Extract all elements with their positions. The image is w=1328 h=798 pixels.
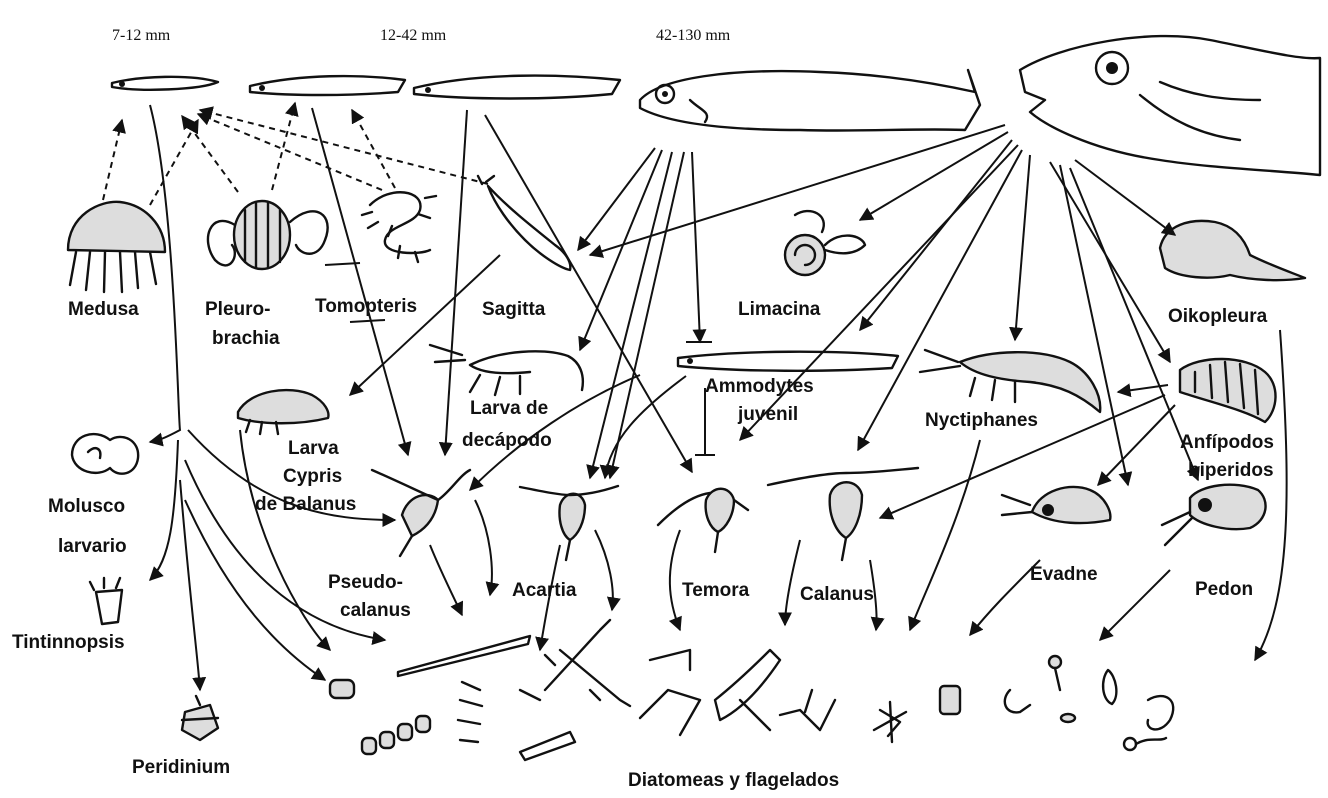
label-larva-decapodo-1: Larva de (470, 398, 548, 419)
bar-tomopteris (350, 320, 385, 322)
dash-arrow-tomopteris-2 (352, 110, 395, 188)
pseudocalanus-figure (372, 470, 470, 556)
label-larva-cypris-3: de Balanus (255, 494, 356, 515)
peridinium-figure (182, 696, 218, 740)
label-calanus: Calanus (800, 584, 874, 605)
oikopleura-figure (1160, 221, 1305, 280)
ammodytes-figure (678, 352, 898, 371)
larva-decapodo-figure (430, 345, 583, 395)
sagitta-figure (478, 176, 570, 270)
label-pleurobrachia-1: Pleuro- (205, 299, 270, 320)
label-larva-cypris-2: Cypris (283, 466, 342, 487)
fish-larva-small (112, 77, 218, 90)
fish-juvenile (640, 70, 980, 131)
pleurobrachia-figure (208, 201, 328, 269)
size-label-small: 7-12 mm (112, 27, 171, 44)
arrows-from-juvenile-fish (578, 148, 700, 478)
label-pseudocalanus-2: calanus (340, 600, 411, 621)
arrows-from-larvae (150, 105, 715, 690)
label-peridinium: Peridinium (132, 757, 230, 778)
label-anfipodos-2: hiperidos (1188, 460, 1274, 481)
label-molusco-2: larvario (58, 536, 127, 557)
label-temora: Temora (682, 580, 750, 601)
label-anfipodos-1: Anfípodos (1180, 432, 1274, 453)
dash-arrow-medusa (103, 120, 122, 200)
label-tintinnopsis: Tintinnopsis (12, 632, 125, 653)
fish-larva-mid-2 (414, 76, 620, 99)
tintinnopsis-figure (90, 578, 122, 624)
calanus-figure (768, 468, 918, 560)
dash-arrow-medusa-2 (150, 120, 198, 205)
fish-adult-head (1020, 36, 1320, 175)
medusa-figure (68, 202, 165, 292)
label-sagitta: Sagitta (482, 299, 546, 320)
fish-larva-mid-1 (250, 76, 405, 95)
evadne-figure (1002, 487, 1110, 523)
label-molusco-1: Molusco (48, 496, 125, 517)
arrows-from-adult-fish (590, 125, 1198, 485)
label-pedon: Pedon (1195, 579, 1253, 600)
label-pleurobrachia-2: brachia (212, 328, 280, 349)
molusco-larvario-figure (72, 434, 138, 474)
label-limacina: Limacina (738, 299, 821, 320)
label-larva-cypris-1: Larva (288, 438, 339, 459)
label-evadne: Evadne (1030, 564, 1098, 585)
label-larva-decapodo-2: decápodo (462, 430, 552, 451)
size-label-large: 42-130 mm (656, 27, 731, 44)
phytoplankton-group (330, 620, 1173, 760)
label-acartia: Acartia (512, 580, 577, 601)
larva-cypris-figure (238, 390, 328, 434)
label-oikopleura: Oikopleura (1168, 306, 1268, 327)
label-pseudocalanus-1: Pseudo- (328, 572, 403, 593)
label-ammodytes-2: juvenil (737, 404, 798, 425)
label-nyctiphanes: Nyctiphanes (925, 410, 1038, 431)
nyctiphanes-figure (920, 350, 1100, 412)
limacina-figure (785, 211, 865, 275)
dash-arrow-sagitta (200, 110, 488, 184)
dash-arrow-pleuro-1 (182, 116, 238, 192)
anfipodos-figure (1180, 359, 1276, 422)
pedon-figure (1162, 485, 1266, 545)
tomopteris-figure (362, 192, 436, 262)
size-label-mid: 12-42 mm (380, 27, 447, 44)
label-tomopteris: Tomopteris (315, 296, 417, 317)
label-medusa: Medusa (68, 299, 139, 320)
label-ammodytes-1: Ammodytes (705, 376, 814, 397)
temora-figure (658, 489, 748, 552)
label-diatomeas: Diatomeas y flagelados (628, 770, 839, 791)
